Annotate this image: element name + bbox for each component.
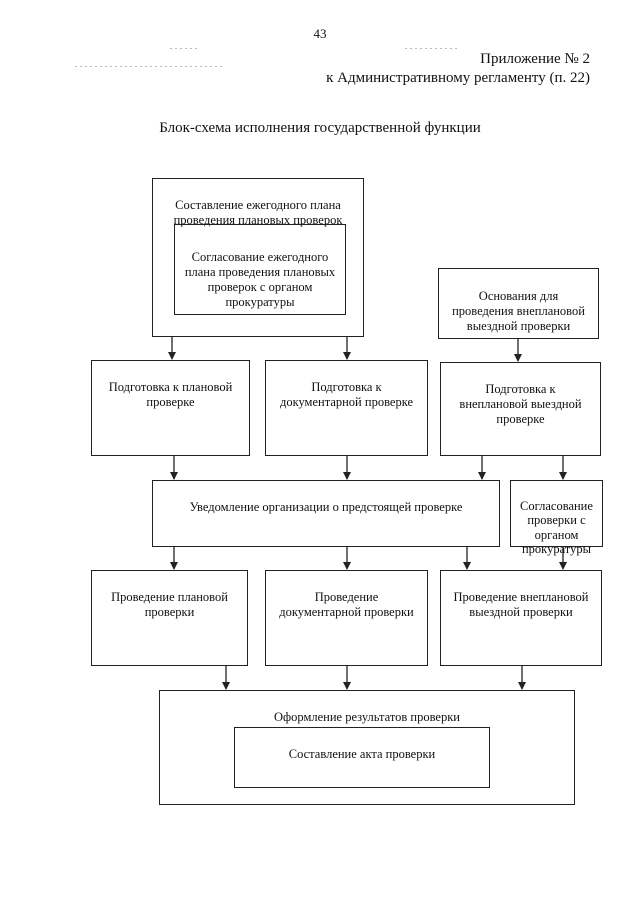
box-conduct-unscheduled-label: Проведение внеплановой выездной проверки (453, 590, 589, 619)
box-prep-planned: Подготовка к плановой проверке (91, 360, 250, 456)
scan-artifact (75, 66, 225, 67)
box-inspection-act: Составление акта проверки (234, 727, 490, 788)
appendix-reference: Приложение № 2 к Административному регла… (326, 50, 590, 88)
box-notification: Уведомление организации о предстоящей пр… (152, 480, 500, 547)
box-unscheduled-grounds-label: Основания для проведения внеплановой вые… (452, 289, 585, 333)
appendix-regulation: к Административному регламенту (п. 22) (326, 70, 590, 86)
box-prep-documentary: Подготовка к документарной проверке (265, 360, 428, 456)
box-conduct-unscheduled: Проведение внеплановой выездной проверки (440, 570, 602, 666)
page-number: 43 (313, 26, 327, 41)
box-prosecutor-approval: Согласование проверки с органом прокурат… (510, 480, 603, 556)
box-prep-unscheduled-label: Подготовка к внеплановой выездной провер… (459, 382, 582, 426)
scan-artifact (170, 48, 200, 49)
box-prosecutor-approval-label: Согласование проверки с органом прокурат… (520, 498, 593, 557)
flowchart-title: Блок-схема исполнения государственной фу… (159, 120, 481, 136)
box-annual-plan-label: Составление ежегодного плана проведения … (173, 198, 343, 227)
box-inspection-act-label: Составление акта проверки (288, 747, 436, 761)
box-unscheduled-grounds: Основания для проведения внеплановой вые… (438, 268, 599, 339)
box-results-label: Оформление результатов проверки (274, 710, 460, 724)
appendix-number: Приложение № 2 (480, 51, 590, 67)
box-prep-documentary-label: Подготовка к документарной проверке (279, 380, 414, 409)
box-annual-plan-approval: Согласование ежегодного плана проведения… (174, 224, 346, 315)
box-conduct-planned-label: Проведение плановой проверки (111, 590, 228, 619)
scan-artifact (405, 48, 460, 49)
box-prep-unscheduled: Подготовка к внеплановой выездной провер… (440, 362, 601, 456)
box-prep-planned-label: Подготовка к плановой проверке (108, 380, 233, 409)
box-conduct-planned: Проведение плановой проверки (91, 570, 248, 666)
box-conduct-documentary: Проведение документарной проверки (265, 570, 428, 666)
box-notification-label: Уведомление организации о предстоящей пр… (189, 500, 463, 514)
box-conduct-documentary-label: Проведение документарной проверки (279, 590, 414, 619)
box-annual-plan-approval-label: Согласование ежегодного плана проведения… (184, 250, 336, 309)
box-results: Оформление результатов проверки (159, 690, 575, 805)
box-annual-plan: Составление ежегодного плана проведения … (152, 178, 364, 337)
